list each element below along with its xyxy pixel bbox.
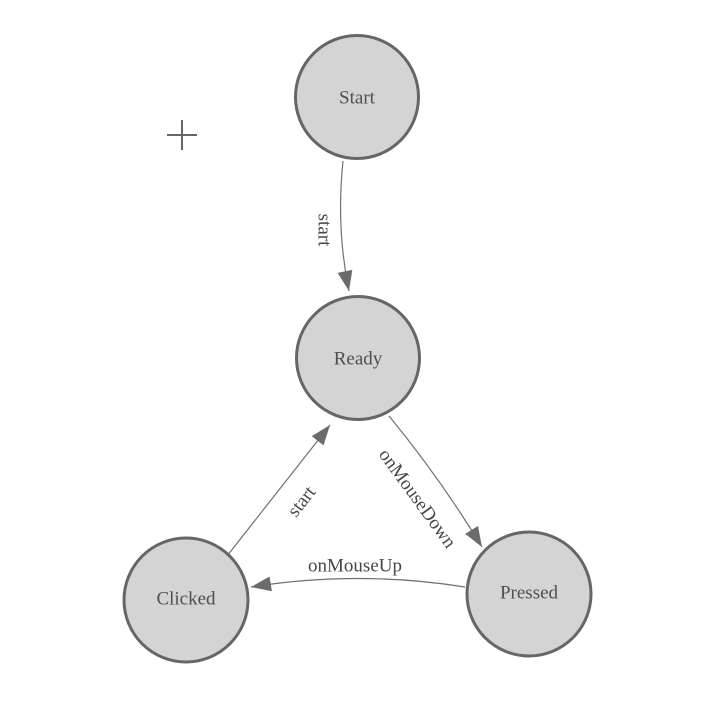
- node-circle[interactable]: [465, 530, 593, 658]
- node-circle[interactable]: [295, 295, 421, 421]
- edge-label[interactable]: start: [284, 482, 321, 521]
- edge-clicked-to-ready[interactable]: start: [226, 424, 331, 557]
- edge-start-to-ready[interactable]: start: [313, 160, 353, 292]
- edge-pressed-to-clicked[interactable]: onMouseUp: [250, 556, 466, 592]
- crosshair-cursor: [167, 120, 197, 150]
- edge-label[interactable]: start: [313, 214, 334, 247]
- edge-label[interactable]: onMouseUp: [308, 556, 402, 577]
- edge-line[interactable]: [388, 415, 483, 548]
- node-label: Start: [339, 88, 376, 109]
- edge-label[interactable]: onMouseDown: [374, 445, 460, 553]
- node-start[interactable]: Start: [294, 34, 420, 160]
- edge-line[interactable]: [250, 576, 466, 592]
- edge-line[interactable]: [226, 424, 331, 557]
- node-circle[interactable]: [122, 536, 250, 664]
- node-pressed[interactable]: Pressed: [465, 530, 593, 658]
- node-clicked[interactable]: Clicked: [122, 536, 250, 664]
- edge-line[interactable]: [337, 160, 353, 292]
- node-label: Pressed: [500, 583, 559, 604]
- node-ready[interactable]: Ready: [295, 295, 421, 421]
- edge-ready-to-pressed[interactable]: onMouseDown: [374, 415, 483, 553]
- node-label: Clicked: [156, 589, 216, 610]
- node-label: Ready: [334, 349, 383, 370]
- node-circle[interactable]: [294, 34, 420, 160]
